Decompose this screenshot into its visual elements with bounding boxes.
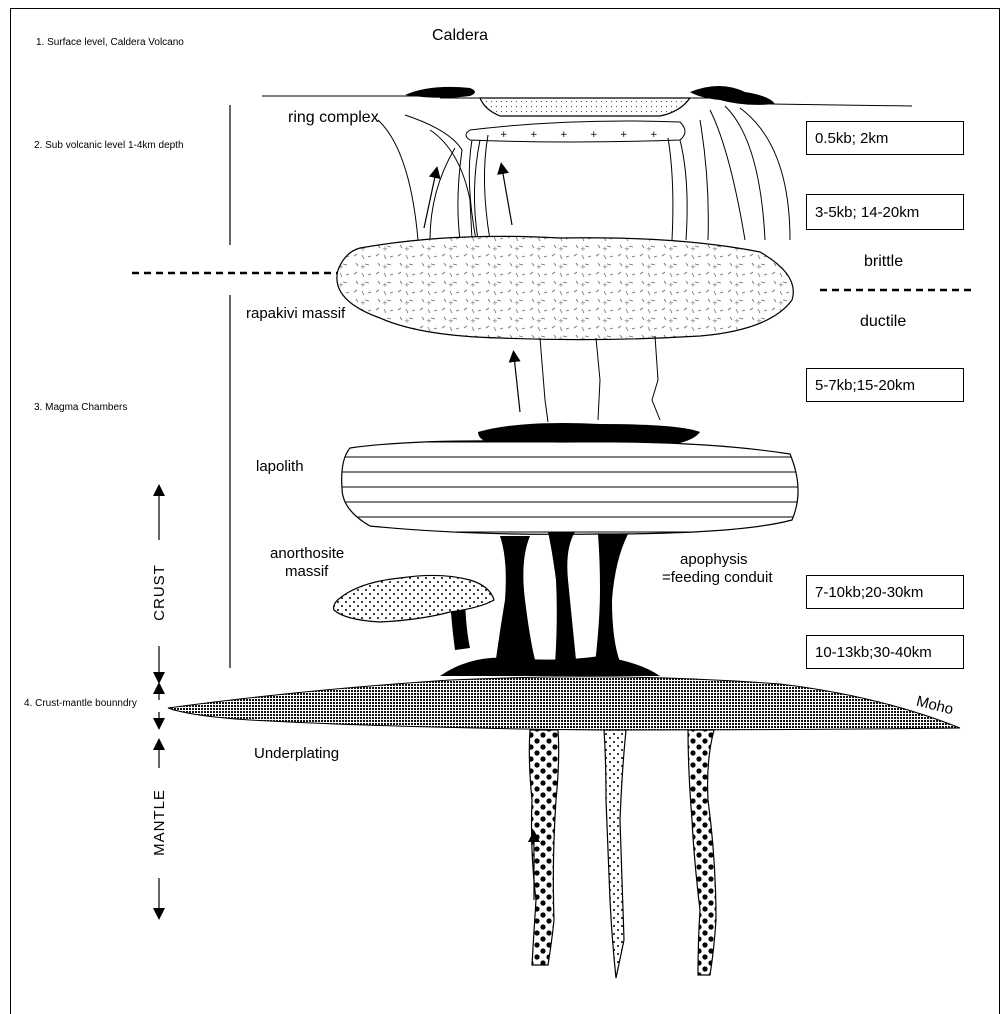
pressure-box-4: 7-10kb;20-30km	[806, 575, 964, 609]
svg-text:+: +	[650, 130, 658, 140]
caldera-label: Caldera	[432, 28, 488, 44]
lapolith-label: lapolith	[256, 459, 304, 474]
rapakivi-label: rapakivi massif	[246, 306, 345, 321]
pressure-box-1: 0.5kb; 2km	[806, 121, 964, 155]
mantle-label: MANTLE	[152, 789, 167, 856]
level-magma-label: 3. Magma Chambers	[34, 403, 127, 413]
svg-text:+: +	[620, 130, 628, 140]
level-crust-mantle-label: 4. Crust-mantle bounndry	[24, 699, 137, 709]
caldera-fill	[480, 98, 690, 116]
apophysis-label-line1: apophysis	[680, 552, 748, 567]
brittle-label: brittle	[864, 254, 903, 270]
pressure-box-3: 5-7kb;15-20km	[806, 368, 964, 402]
rapakivi-massif	[337, 236, 793, 339]
level-subvolcanic-label: 2. Sub volcanic level 1-4km depth	[34, 141, 184, 151]
pressure-box-2: 3-5kb; 14-20km	[806, 194, 964, 230]
svg-text:+: +	[500, 130, 508, 140]
anorthosite-massif	[334, 575, 494, 622]
level-surface-label: 1. Surface level, Caldera Volcano	[36, 38, 184, 48]
svg-text:+: +	[530, 130, 538, 140]
svg-text:+: +	[590, 130, 598, 140]
ductile-label: ductile	[860, 314, 906, 330]
anorthosite-label-line1: anorthosite	[270, 546, 344, 561]
apophysis-label-line2: =feeding conduit	[662, 570, 773, 585]
caldera-rim-left	[405, 87, 475, 98]
caldera-rim-right	[690, 86, 775, 105]
ring-complex-label: ring complex	[288, 110, 379, 126]
underplating-layer	[168, 677, 960, 730]
svg-text:+: +	[560, 130, 568, 140]
pressure-box-5: 10-13kb;30-40km	[806, 635, 964, 669]
underplating-label: Underplating	[254, 746, 339, 761]
lapolith	[342, 441, 798, 534]
anorthosite-label-line2: massif	[285, 564, 328, 579]
crust-label: CRUST	[152, 564, 167, 621]
